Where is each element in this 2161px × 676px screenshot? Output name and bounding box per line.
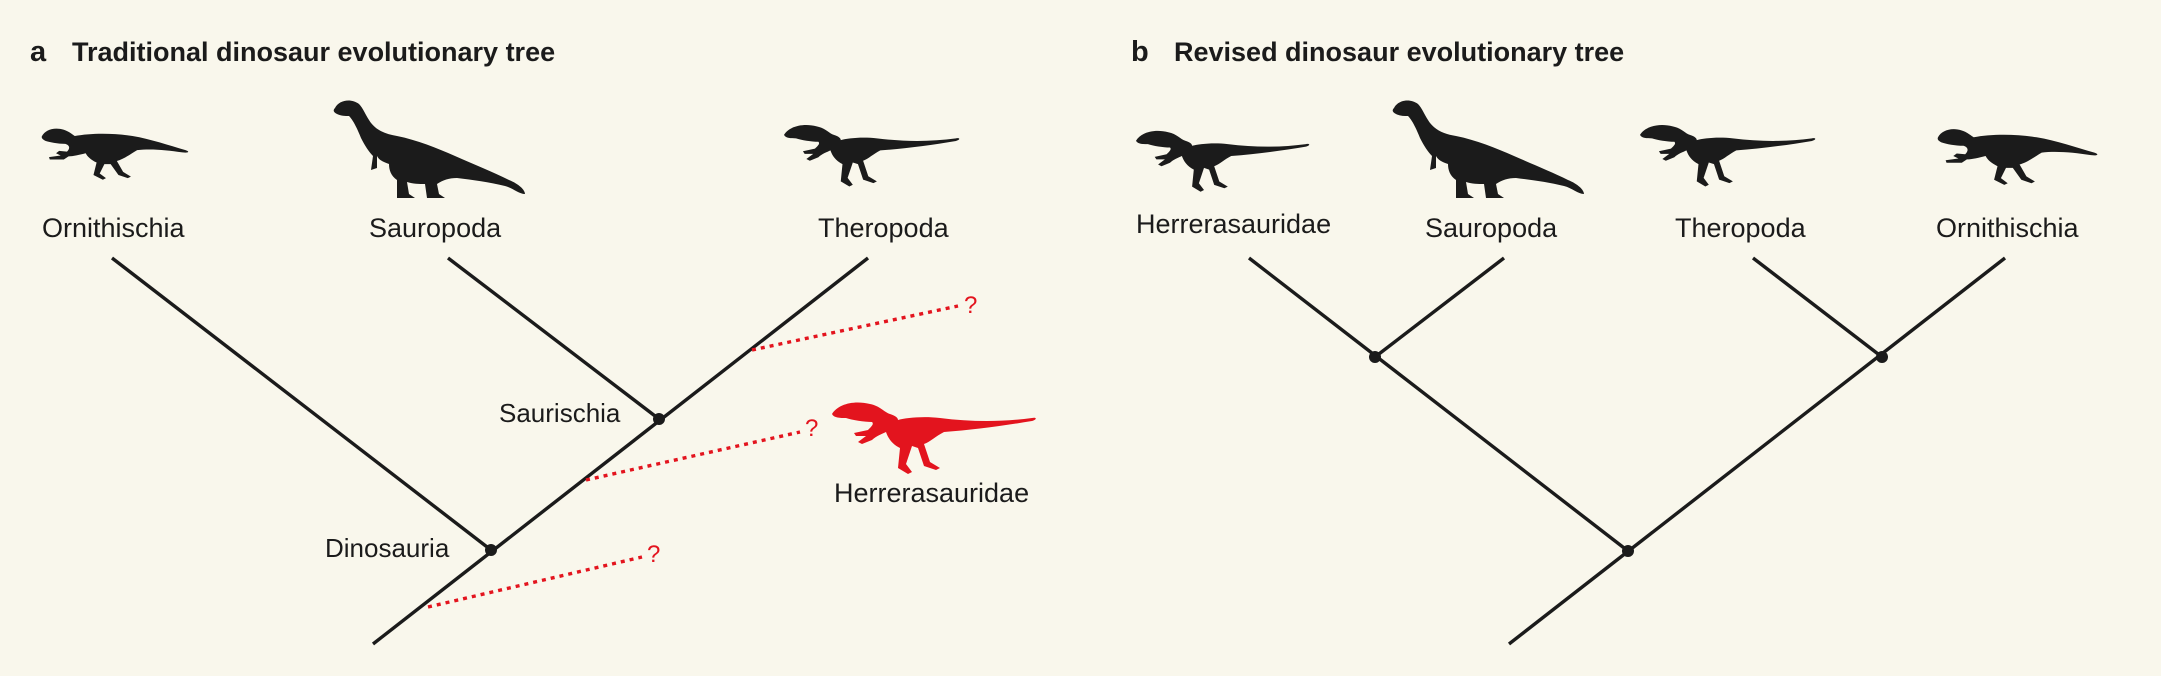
taxon-label-sauropoda: Sauropoda — [369, 213, 502, 243]
sauropodomorph-silhouette-icon-b — [1392, 100, 1584, 198]
taxon-label-sauropoda-b: Sauropoda — [1425, 213, 1558, 243]
node-saurischia — [653, 413, 665, 425]
panel-a: a Traditional dinosaur evolutionary tree… — [30, 36, 1036, 646]
panel-b-letter: b — [1131, 36, 1149, 68]
node-root-b — [1622, 545, 1634, 557]
uncertain-placement-upper — [751, 304, 959, 352]
herrerasaurid-silhouette-icon-b — [1136, 130, 1310, 192]
branch-ornithischia — [110, 256, 493, 552]
panel-b-title: Revised dinosaur evolutionary tree — [1174, 37, 1624, 67]
question-mark-lower: ? — [647, 541, 660, 568]
sauropodomorph-silhouette-icon — [333, 100, 525, 198]
node-dinosauria — [485, 544, 497, 556]
taxon-label-ornithischia-b: Ornithischia — [1936, 213, 2080, 243]
branch-main-stem-b — [1507, 256, 2007, 646]
branch-theropoda-b — [1751, 256, 1884, 359]
taxon-label-theropoda-b: Theropoda — [1675, 213, 1807, 243]
panel-a-letter: a — [30, 36, 47, 68]
uncertain-placement-lower — [427, 555, 643, 609]
branch-herrerasauridae-b — [1247, 256, 1630, 553]
node-herrerasauridae-sauropoda-b — [1369, 351, 1381, 363]
theropod-silhouette-icon — [784, 125, 960, 187]
node-label-dinosauria: Dinosauria — [325, 533, 450, 563]
question-mark-upper: ? — [964, 292, 977, 319]
theropod-silhouette-icon-b — [1640, 125, 1816, 187]
panel-b: b Revised dinosaur evolutionary tree Her… — [1131, 36, 2098, 646]
taxon-label-ornithischia: Ornithischia — [42, 213, 186, 243]
uncertain-placement-middle — [585, 430, 801, 482]
ornithischian-silhouette-icon-b — [1937, 129, 2098, 185]
branch-main-stem — [371, 256, 870, 646]
taxon-label-herrerasauridae: Herrerasauridae — [834, 478, 1029, 508]
question-mark-middle: ? — [805, 415, 818, 442]
node-theropoda-ornithischia-b — [1876, 351, 1888, 363]
taxon-label-theropoda: Theropoda — [818, 213, 950, 243]
node-label-saurischia: Saurischia — [499, 398, 621, 428]
herrerasaurid-silhouette-icon — [832, 402, 1036, 474]
ornithischian-silhouette-icon — [41, 128, 189, 180]
branch-sauropoda-b — [1373, 256, 1506, 359]
branch-sauropoda — [446, 256, 661, 421]
taxon-label-herrerasauridae-b: Herrerasauridae — [1136, 209, 1331, 239]
panel-a-title: Traditional dinosaur evolutionary tree — [72, 37, 555, 67]
